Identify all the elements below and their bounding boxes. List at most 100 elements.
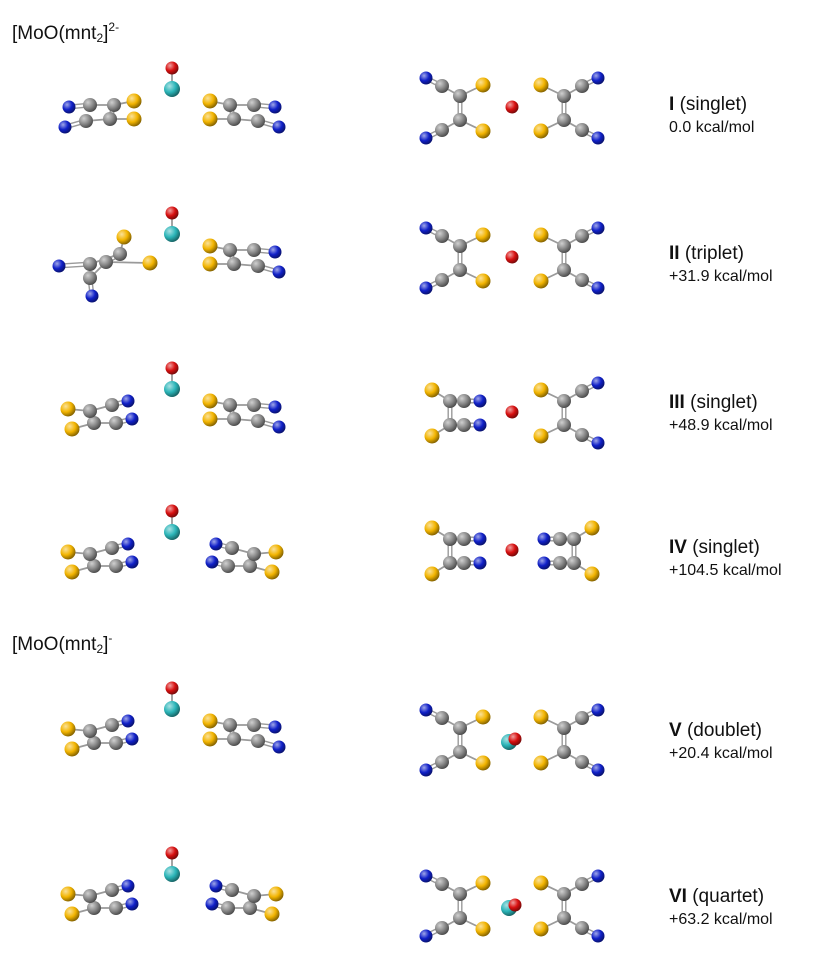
relative-energy: +20.4 kcal/mol bbox=[669, 745, 773, 762]
carbon-atom bbox=[457, 532, 471, 546]
carbon-atom bbox=[557, 418, 571, 432]
carbon-atom bbox=[223, 718, 237, 732]
nitrogen-atom bbox=[268, 245, 282, 259]
carbon-atom bbox=[457, 556, 471, 570]
carbon-atom bbox=[553, 532, 567, 546]
carbon-atom bbox=[443, 556, 457, 570]
nitrogen-atom bbox=[591, 869, 605, 883]
carbon-atom bbox=[87, 559, 101, 573]
carbon-atom bbox=[435, 921, 449, 935]
relative-energy: 0.0 kcal/mol bbox=[669, 119, 755, 136]
carbon-atom bbox=[247, 98, 261, 112]
carbon-atom bbox=[79, 114, 93, 128]
nitrogen-atom bbox=[272, 120, 286, 134]
oxygen-atom bbox=[165, 206, 179, 220]
carbon-atom bbox=[243, 901, 257, 915]
carbon-atom bbox=[435, 711, 449, 725]
nitrogen-atom bbox=[419, 703, 433, 717]
sulfur-atom bbox=[584, 566, 600, 582]
section-title-anion: [MoO(mnt2]- bbox=[12, 631, 113, 656]
carbon-atom bbox=[453, 89, 467, 103]
carbon-atom bbox=[575, 229, 589, 243]
carbon-atom bbox=[435, 123, 449, 137]
molybdenum-atom bbox=[164, 866, 180, 882]
sulfur-atom bbox=[424, 566, 440, 582]
nitrogen-atom bbox=[419, 929, 433, 943]
oxygen-atom bbox=[508, 732, 522, 746]
nitrogen-atom bbox=[537, 556, 551, 570]
sulfur-atom bbox=[264, 906, 280, 922]
carbon-atom bbox=[557, 89, 571, 103]
nitrogen-atom bbox=[591, 763, 605, 777]
sulfur-atom bbox=[64, 906, 80, 922]
sulfur-atom bbox=[533, 709, 549, 725]
structure-label-III: III (singlet) +48.9 kcal/mol bbox=[669, 391, 773, 437]
sulfur-atom bbox=[424, 382, 440, 398]
nitrogen-atom bbox=[272, 740, 286, 754]
sulfur-atom bbox=[202, 111, 218, 127]
carbon-atom bbox=[557, 721, 571, 735]
sulfur-atom bbox=[202, 256, 218, 272]
carbon-atom bbox=[575, 877, 589, 891]
sulfur-atom bbox=[202, 713, 218, 729]
relative-energy: +31.9 kcal/mol bbox=[669, 268, 773, 285]
spin-state: (singlet) bbox=[679, 94, 748, 115]
nitrogen-atom bbox=[62, 100, 76, 114]
carbon-atom bbox=[575, 384, 589, 398]
carbon-atom bbox=[575, 273, 589, 287]
nitrogen-atom bbox=[121, 394, 135, 408]
nitrogen-atom bbox=[473, 556, 487, 570]
nitrogen-atom bbox=[125, 412, 139, 426]
nitrogen-atom bbox=[125, 897, 139, 911]
carbon-atom bbox=[221, 901, 235, 915]
molybdenum-atom bbox=[164, 226, 180, 242]
carbon-atom bbox=[105, 883, 119, 897]
relative-energy: +48.9 kcal/mol bbox=[669, 417, 773, 434]
sulfur-atom bbox=[126, 111, 142, 127]
sulfur-atom bbox=[264, 564, 280, 580]
sulfur-atom bbox=[584, 520, 600, 536]
carbon-atom bbox=[251, 114, 265, 128]
spin-state: (triplet) bbox=[684, 243, 744, 264]
carbon-atom bbox=[435, 877, 449, 891]
structure-label-II: II (triplet) +31.9 kcal/mol bbox=[669, 242, 773, 288]
nitrogen-atom bbox=[537, 532, 551, 546]
carbon-atom bbox=[107, 98, 121, 112]
carbon-atom bbox=[243, 559, 257, 573]
carbon-atom bbox=[251, 259, 265, 273]
carbon-atom bbox=[553, 556, 567, 570]
structure-label-VI: VI (quartet) +63.2 kcal/mol bbox=[669, 885, 773, 931]
carbon-atom bbox=[575, 921, 589, 935]
oxygen-atom bbox=[165, 681, 179, 695]
carbon-atom bbox=[83, 889, 97, 903]
carbon-atom bbox=[557, 263, 571, 277]
sulfur-atom bbox=[268, 544, 284, 560]
nitrogen-atom bbox=[591, 131, 605, 145]
carbon-atom bbox=[575, 79, 589, 93]
carbon-atom bbox=[113, 247, 127, 261]
nitrogen-atom bbox=[268, 720, 282, 734]
carbon-atom bbox=[453, 745, 467, 759]
sulfur-atom bbox=[533, 755, 549, 771]
molybdenum-atom bbox=[164, 524, 180, 540]
oxygen-atom bbox=[165, 846, 179, 860]
carbon-atom bbox=[457, 418, 471, 432]
oxygen-atom bbox=[505, 100, 519, 114]
structure-numeral: IV bbox=[669, 537, 687, 558]
oxygen-atom bbox=[505, 250, 519, 264]
nitrogen-atom bbox=[268, 400, 282, 414]
nitrogen-atom bbox=[121, 879, 135, 893]
structure-numeral: I bbox=[669, 94, 675, 115]
carbon-atom bbox=[227, 412, 241, 426]
nitrogen-atom bbox=[473, 394, 487, 408]
carbon-atom bbox=[105, 718, 119, 732]
spin-state: (quartet) bbox=[692, 886, 765, 907]
carbon-atom bbox=[99, 255, 113, 269]
sulfur-atom bbox=[202, 238, 218, 254]
carbon-atom bbox=[453, 239, 467, 253]
carbon-atom bbox=[247, 889, 261, 903]
carbon-atom bbox=[87, 736, 101, 750]
carbon-atom bbox=[247, 718, 261, 732]
nitrogen-atom bbox=[591, 436, 605, 450]
nitrogen-atom bbox=[272, 420, 286, 434]
